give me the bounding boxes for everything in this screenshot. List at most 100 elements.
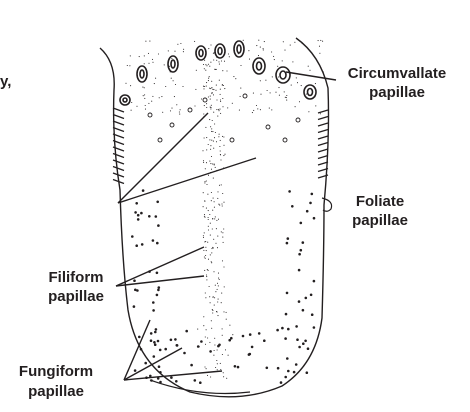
stipple-dot	[204, 257, 206, 259]
stipple-dot	[195, 69, 197, 71]
stipple-dot	[213, 163, 215, 165]
stipple-dot	[214, 131, 216, 134]
stipple-dot	[307, 48, 309, 50]
stipple-dot	[217, 115, 219, 117]
stipple-dot	[263, 41, 265, 43]
stipple-dot	[211, 87, 213, 89]
stipple-dot	[202, 150, 204, 152]
stipple-dot	[165, 85, 167, 88]
stipple-dot	[207, 258, 210, 260]
stipple-dot	[215, 84, 217, 86]
stipple-dot	[301, 42, 303, 45]
stipple-dot	[212, 131, 214, 133]
stipple-dot	[286, 357, 289, 360]
stipple-dot	[266, 89, 268, 92]
stipple-dot	[209, 222, 211, 224]
stipple-dot	[212, 163, 214, 165]
stipple-dot	[275, 91, 277, 93]
stipple-dot	[220, 368, 222, 371]
stipple-dot	[130, 85, 132, 87]
stipple-dot	[164, 347, 167, 351]
stipple-dot	[305, 93, 307, 95]
stipple-dot	[139, 347, 143, 351]
stipple-dot	[255, 104, 258, 107]
papilla-ring	[265, 124, 271, 130]
stipple-dot	[148, 215, 151, 218]
stipple-dot	[250, 345, 254, 349]
stipple-dot	[259, 109, 261, 111]
foliate-ridge	[317, 115, 329, 121]
stipple-dot	[138, 335, 141, 339]
stipple-dot	[205, 297, 207, 299]
stipple-dot	[210, 200, 212, 202]
stipple-dot	[214, 123, 216, 125]
stipple-dot	[214, 284, 216, 286]
stipple-dot	[271, 51, 273, 53]
stipple-dot	[213, 89, 215, 91]
stipple-dot	[307, 65, 309, 67]
papilla-ring	[202, 97, 208, 103]
stipple-dot	[271, 76, 273, 78]
stipple-dot	[183, 48, 185, 50]
foliate-ridge	[112, 146, 125, 152]
stipple-dot	[210, 126, 212, 128]
stipple-dot	[276, 328, 279, 332]
stipple-dot	[151, 100, 153, 102]
stipple-dot	[211, 252, 213, 254]
stipple-dot	[156, 339, 160, 343]
stipple-dot	[263, 339, 266, 343]
stipple-dot	[211, 130, 213, 132]
stipple-dot	[156, 377, 160, 380]
stipple-dot	[205, 368, 207, 370]
stipple-dot	[158, 97, 160, 99]
stipple-dot	[227, 354, 229, 356]
stipple-dot	[320, 39, 322, 41]
stipple-dot	[180, 42, 182, 45]
foliate-ridge	[112, 133, 125, 139]
stipple-dot	[256, 45, 258, 47]
stipple-dot	[210, 155, 213, 158]
stipple-dot	[209, 106, 211, 108]
stipple-dot	[215, 228, 217, 230]
stipple-dot	[169, 338, 173, 342]
stipple-dot	[216, 109, 218, 111]
tongue-outline	[99, 37, 330, 398]
stipple-dot	[308, 111, 310, 113]
stipple-dot	[204, 343, 207, 345]
foliate-ridge	[317, 141, 329, 147]
stipple-dot	[216, 219, 218, 221]
stipple-dot	[151, 239, 155, 242]
stipple-dot	[277, 76, 279, 78]
stipple-dot	[218, 136, 220, 138]
stipple-dot	[220, 100, 222, 103]
stipple-dot	[222, 106, 224, 108]
stipple-dot	[248, 58, 251, 60]
stipple-dot	[236, 365, 240, 369]
foliate-ridge	[317, 128, 329, 134]
stipple-dot	[207, 174, 210, 176]
stipple-dot	[154, 215, 158, 218]
stipple-dot	[143, 63, 145, 65]
stipple-dot	[273, 59, 275, 61]
stipple-dot	[257, 332, 261, 335]
stipple-dot	[182, 85, 184, 88]
stipple-dot	[304, 296, 308, 300]
stipple-dot	[223, 228, 225, 230]
stipple-dot	[222, 192, 224, 195]
stipple-dot	[315, 105, 317, 107]
stipple-dot	[144, 108, 147, 110]
stipple-dot	[257, 55, 260, 57]
circumvallate-label: Circumvallate papillae	[348, 65, 446, 101]
stipple-dot	[291, 205, 294, 208]
stipple-dot	[204, 182, 206, 184]
stipple-dot	[210, 61, 212, 63]
stipple-dot	[213, 206, 215, 208]
stipple-dot	[259, 46, 261, 48]
stipple-dot	[226, 70, 228, 72]
stipple-dot	[216, 59, 218, 61]
stipple-dot	[218, 278, 220, 281]
edge-fragment-text: y,	[0, 73, 11, 90]
stipple-dot	[218, 63, 220, 65]
stipple-dot	[140, 243, 144, 246]
stipple-dot	[210, 376, 212, 378]
